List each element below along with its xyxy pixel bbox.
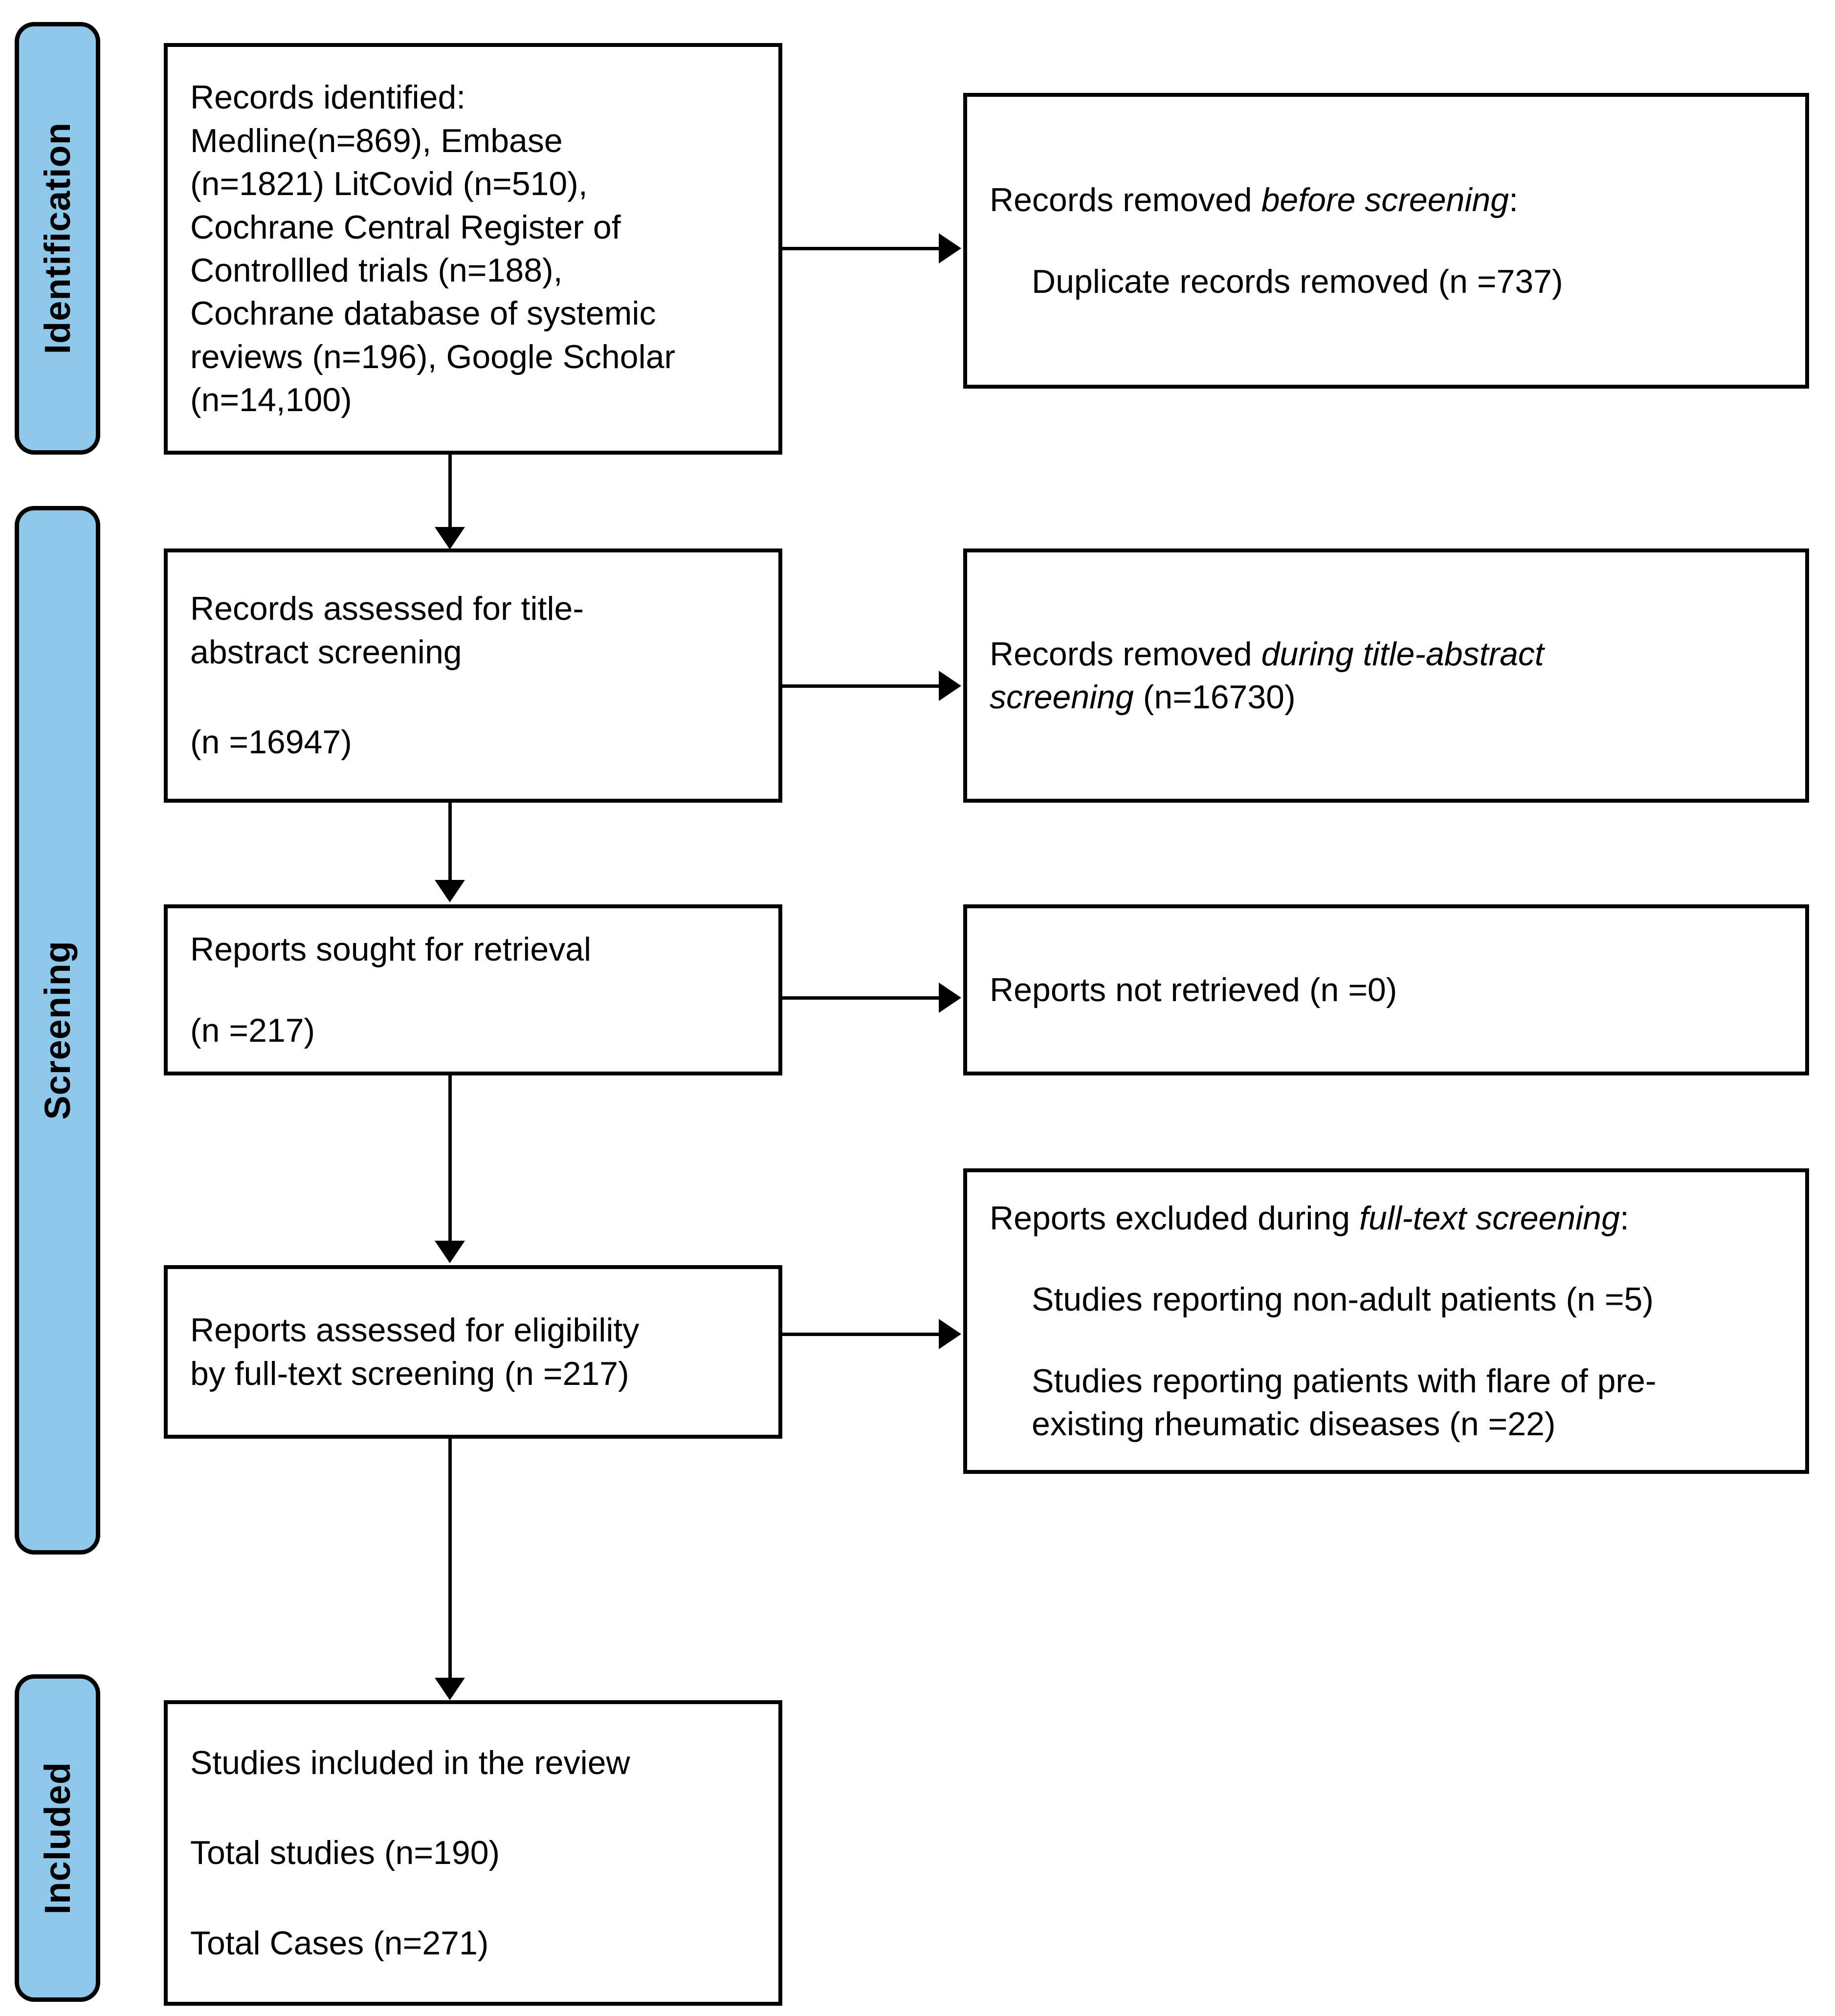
reports-excluded-heading: Reports excluded during full-text screen… [990,1197,1783,1240]
box-records-removed-during-screening: Records removed during title-abstract sc… [963,548,1809,803]
arrowhead-eligibility-to-included [435,1678,465,1700]
records-identified-line8: (n=14,100) [190,381,352,419]
records-removed-before-heading: Records removed before screening: [990,178,1783,221]
arrowhead-identified-to-assessed [435,527,465,549]
records-removed-during-italic1: during title-abstract [1261,635,1544,673]
reports-excluded-item2-line1: Studies reporting patients with flare of… [1032,1362,1657,1400]
studies-included-line2: Total studies (n=190) [190,1834,500,1872]
connector-assessed-to-removed-during [782,684,941,688]
reports-excluded-item2-line2: existing rheumatic diseases (n =22) [1032,1405,1556,1443]
reports-excluded-heading-colon: : [1619,1199,1629,1237]
records-identified-line4: Cochrane Central Register of [190,208,621,246]
box-reports-excluded-full-text: Reports excluded during full-text screen… [963,1168,1809,1474]
arrowhead-sought-to-eligibility [435,1241,465,1263]
reports-eligibility-line1: Reports assessed for eligibility [190,1312,640,1349]
reports-sought-line2: (n =217) [190,1012,315,1049]
phase-label-screening: Screening [15,506,100,1555]
records-removed-before-heading-plain: Records removed [990,181,1261,219]
box-studies-included: Studies included in the review Total stu… [164,1700,782,2006]
phase-label-included: Included [15,1674,100,2002]
records-assessed-line3: (n =16947) [190,723,352,761]
reports-excluded-item1: Studies reporting non-adult patients (n … [1032,1281,1654,1318]
box-records-removed-before-screening: Records removed before screening: Duplic… [963,93,1809,389]
records-identified-line5: Controllled trials (n=188), [190,252,563,289]
arrowhead-assessed-to-sought [435,880,465,902]
connector-eligibility-to-excluded [782,1333,941,1336]
records-removed-before-heading-italic: before screening [1261,181,1509,219]
box-records-assessed-title-abstract: Records assessed for title- abstract scr… [164,548,782,803]
records-identified-line7: reviews (n=196), Google Scholar [190,338,676,375]
reports-excluded-heading-italic: full-text screening [1359,1199,1620,1237]
connector-sought-to-not-retrieved [782,996,941,1000]
arrowhead-sought-to-not-retrieved [939,983,961,1013]
phase-label-screening-text: Screening [37,941,78,1120]
reports-sought-line1: Reports sought for retrieval [190,930,592,968]
records-identified-line3: (n=1821) LitCovid (n=510), [190,165,588,203]
phase-label-identification-text: Identification [37,122,78,354]
records-assessed-line2: abstract screening [190,633,462,671]
studies-included-line1: Studies included in the review [190,1744,630,1781]
records-identified-line2: Medline(n=869), Embase [190,122,563,159]
box-reports-sought-for-retrieval: Reports sought for retrieval (n =217) [164,904,782,1075]
reports-excluded-heading-plain: Reports excluded during [990,1199,1360,1237]
arrowhead-identified-to-removed-before [939,233,961,263]
box-records-identified: Records identified: Medline(n=869), Emba… [164,43,782,455]
records-removed-before-item1: Duplicate records removed (n =737) [1032,263,1563,300]
box-reports-assessed-eligibility: Reports assessed for eligibility by full… [164,1265,782,1439]
records-removed-during-plain1: Records removed [990,635,1261,673]
reports-eligibility-line2: by full-text screening (n =217) [190,1355,629,1392]
connector-sought-to-eligibility [448,1075,452,1244]
reports-not-retrieved-line1: Reports not retrieved (n =0) [990,971,1397,1008]
box-reports-not-retrieved: Reports not retrieved (n =0) [963,904,1809,1075]
records-identified-line1: Records identified: [190,79,466,116]
records-removed-before-heading-colon: : [1509,181,1519,219]
records-removed-during-line1: Records removed during title-abstract [990,633,1783,676]
studies-included-line3: Total Cases (n=271) [190,1924,489,1962]
arrowhead-eligibility-to-excluded [939,1319,961,1349]
records-removed-during-line2: screening (n=16730) [990,676,1783,719]
connector-assessed-to-sought [448,803,452,883]
records-assessed-line1: Records assessed for title- [190,590,584,628]
connector-identified-to-assessed [448,455,452,530]
phase-label-identification: Identification [15,22,100,455]
phase-label-included-text: Included [37,1761,78,1915]
records-removed-during-plain2: (n=16730) [1133,679,1296,716]
records-identified-line6: Cochrane database of systemic [190,295,656,332]
connector-eligibility-to-included [448,1439,452,1681]
records-removed-during-italic2: screening [990,679,1134,716]
arrowhead-assessed-to-removed-during [939,671,961,701]
connector-identified-to-removed-before [782,247,941,250]
